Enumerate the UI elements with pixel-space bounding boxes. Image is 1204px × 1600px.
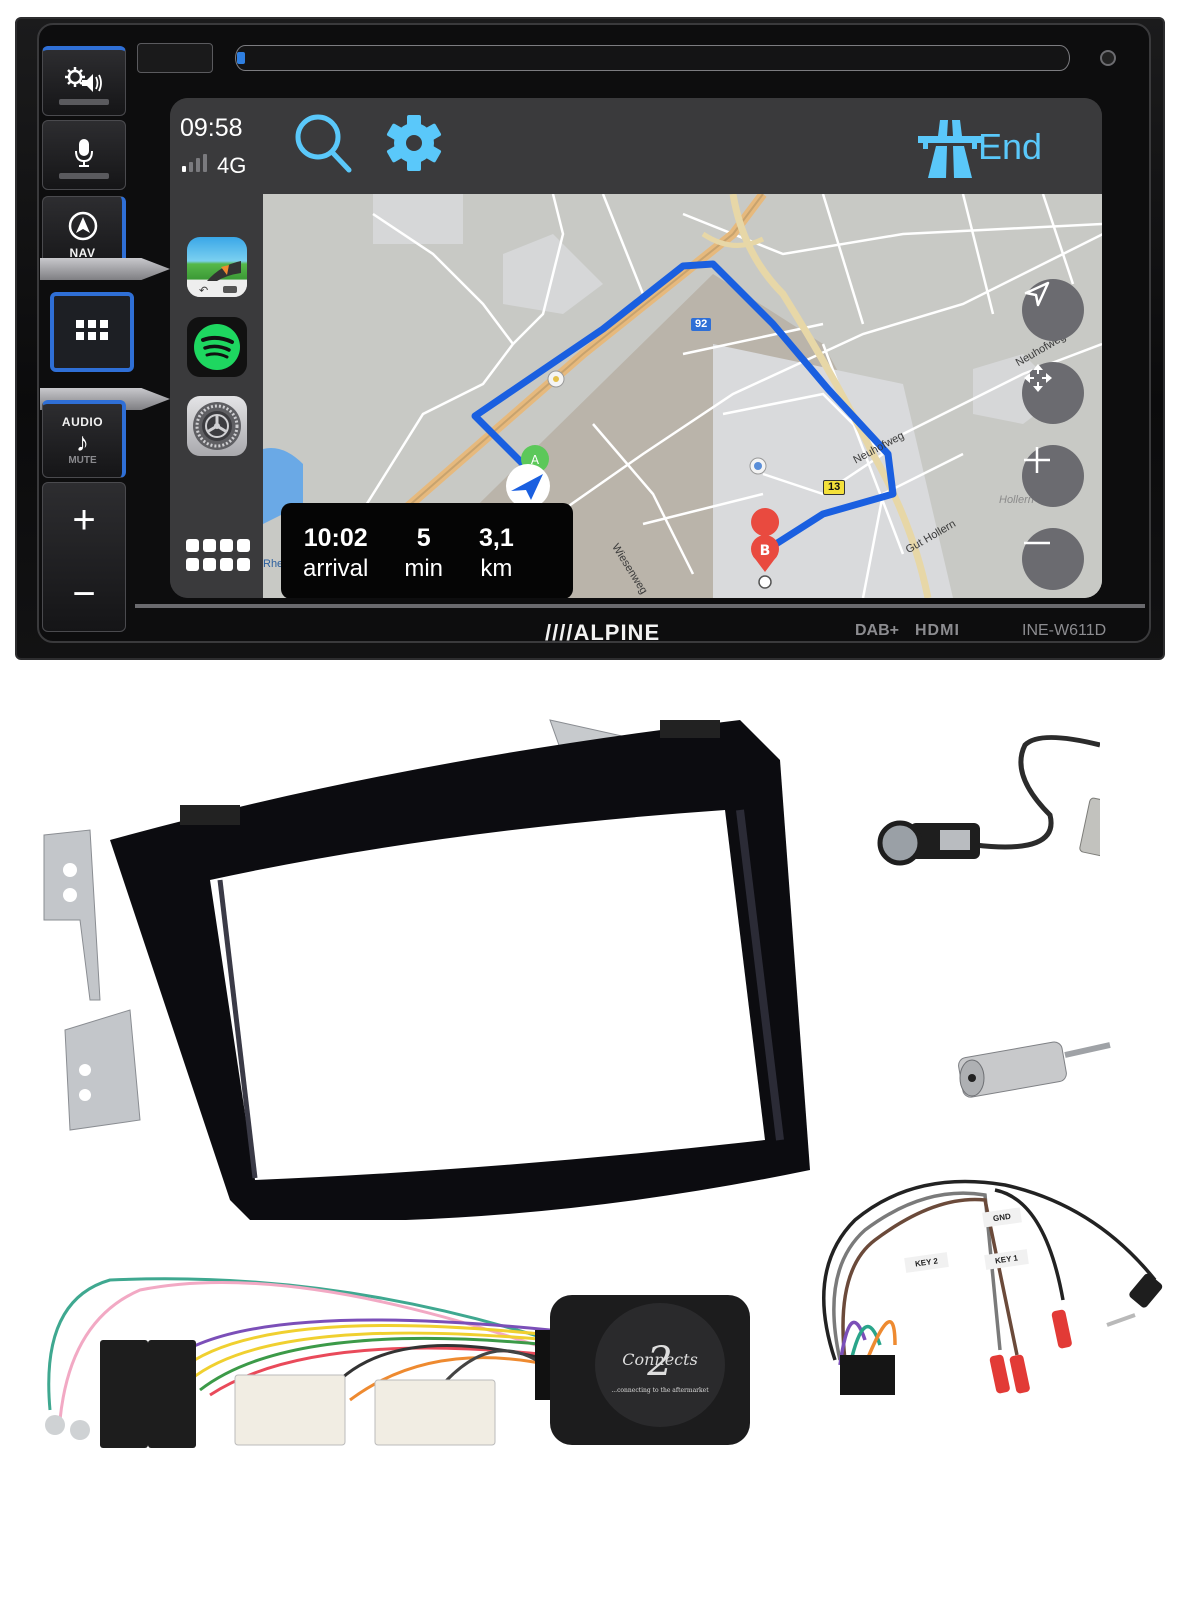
duration-value: 5: [416, 524, 431, 552]
distance-unit: km: [480, 555, 513, 582]
model-number: INE-W611D: [1022, 622, 1107, 639]
disc-indicator-led: [237, 52, 245, 64]
chrome-trim: [40, 258, 170, 280]
music-note-icon: ♪: [76, 427, 89, 457]
duration-unit: min: [404, 555, 444, 582]
highway-icon: [918, 120, 982, 183]
carplay-sidebar: 09:58 4G ↶: [170, 98, 263, 598]
gear-icon[interactable]: [383, 112, 445, 179]
settings-audio-button[interactable]: [42, 46, 126, 116]
zoom-in-button[interactable]: [1022, 445, 1084, 507]
alpine-logo: ////ALPINE: [545, 620, 661, 645]
eta-card[interactable]: 10:02 arrival 5 min 3,1 km: [281, 503, 573, 598]
distance-value: 3,1: [479, 524, 514, 552]
antenna-din-adapter-image: [950, 1030, 1120, 1100]
recenter-button[interactable]: [1022, 279, 1084, 341]
dab-badge: DAB+: [855, 622, 900, 639]
road-shield-13: 13: [823, 480, 846, 495]
button-ridge: [59, 99, 109, 105]
grid-icon: [76, 319, 108, 345]
arrival-time: 10:02: [303, 524, 368, 552]
audio-button[interactable]: AUDIO ♪ MUTE: [42, 400, 126, 478]
hdmi-badge: HDMI: [915, 622, 960, 639]
svg-text:A: A: [531, 453, 540, 467]
eject-button[interactable]: [1100, 50, 1116, 66]
fascia-panel-image: [20, 700, 820, 1222]
nav-label: NAV: [69, 246, 96, 260]
search-icon[interactable]: [291, 110, 357, 181]
settings-app-icon[interactable]: [187, 396, 247, 456]
audio-label: AUDIO: [61, 415, 104, 429]
navigation-app-icon[interactable]: ↶: [187, 237, 247, 297]
svg-text:↶: ↶: [199, 284, 208, 297]
svg-text:...connecting to the aftermark: ...connecting to the aftermarket: [611, 1387, 709, 1394]
voice-button[interactable]: [42, 120, 126, 190]
apps-button[interactable]: [50, 292, 134, 372]
place-label: Hollern: [999, 494, 1034, 506]
steering-interface-harness-image: 2 Connects ...connecting to the aftermar…: [30, 1260, 760, 1460]
volume-down-button[interactable]: −: [72, 572, 96, 616]
sd-card-slot: [137, 43, 213, 73]
gear-speaker-icon: [64, 66, 104, 99]
microphone-icon: [73, 138, 95, 173]
bezel-highlight: [135, 604, 1145, 608]
volume-up-button[interactable]: +: [72, 498, 96, 542]
steering-patch-lead-image: GND KEY 2 KEY 1: [795, 1150, 1175, 1400]
eta-distance: 3,1 km: [479, 523, 514, 598]
connects2-logo: Connects: [622, 1350, 698, 1369]
route-end-label: End: [977, 126, 1042, 167]
carplay-screen: 09:58 4G ↶ End: [170, 98, 1102, 598]
button-ridge: [59, 173, 109, 179]
mute-label: MUTE: [68, 455, 97, 466]
network-type: 4G: [217, 153, 247, 178]
nav-arrow-icon: [68, 211, 98, 246]
volume-rocker[interactable]: + −: [42, 482, 126, 632]
svg-text:B: B: [760, 543, 771, 559]
zoom-out-button[interactable]: [1022, 528, 1084, 590]
signal-strength-icon: [182, 154, 207, 172]
navigation-map[interactable]: A B 92 13 St2342 Neuhofweg Neuhofweg Gut…: [263, 194, 1102, 598]
svg-text:2: 2: [646, 1339, 672, 1385]
road-shield-92: 92: [691, 318, 712, 331]
nav-topbar: End: [263, 98, 1102, 194]
arrival-label: arrival: [303, 555, 369, 582]
app-grid-icon[interactable]: [186, 539, 250, 573]
disc-slot: [235, 45, 1070, 71]
pan-button[interactable]: [1022, 362, 1084, 424]
spotify-icon[interactable]: [187, 317, 247, 377]
eta-arrival: 10:02 arrival: [303, 523, 368, 598]
antenna-adapter-cable-image: [860, 725, 1120, 885]
eta-duration: 5 min: [404, 523, 443, 598]
status-time: 09:58: [180, 114, 243, 142]
